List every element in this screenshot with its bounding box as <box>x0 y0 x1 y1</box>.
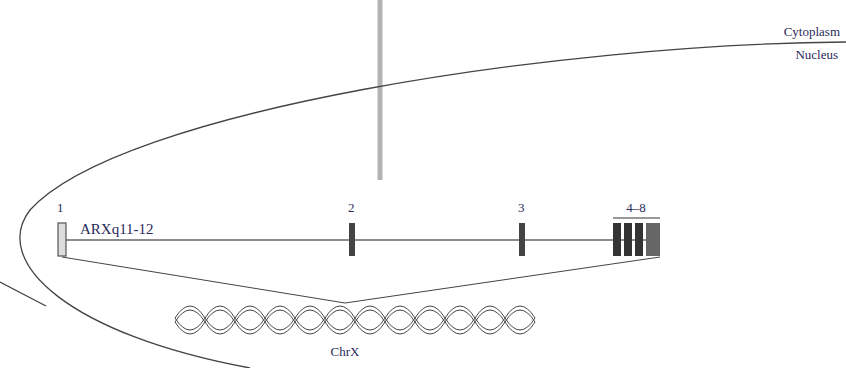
gene-line <box>62 239 660 241</box>
dna-helix <box>175 306 535 334</box>
compartment-label: Nucleus <box>795 47 838 62</box>
exon-number: 3 <box>518 200 525 215</box>
dna-strand <box>175 306 535 330</box>
chromosome-label: ChrX <box>331 344 360 359</box>
membrane-segment <box>0 282 46 306</box>
dna-strand <box>175 310 535 334</box>
exon-box <box>519 223 525 256</box>
exon-bracket <box>613 217 660 218</box>
exon-number: 1 <box>57 200 64 215</box>
exon-box <box>635 223 643 256</box>
exon-number: 4–8 <box>626 200 646 215</box>
zoom-line <box>62 257 660 303</box>
exon-box <box>58 223 66 256</box>
signal-line <box>378 0 383 180</box>
exon-number: 2 <box>348 200 355 215</box>
compartment-label: Cytoplasm <box>784 24 840 39</box>
exon-box <box>613 223 621 256</box>
exon-box <box>624 223 632 256</box>
dna-strand <box>175 310 535 334</box>
exon-box <box>646 223 660 256</box>
nuclear-membrane <box>20 42 846 368</box>
dna-strand <box>175 306 535 330</box>
exon-box <box>349 223 355 256</box>
gene-label: ARXq11-12 <box>80 221 154 238</box>
